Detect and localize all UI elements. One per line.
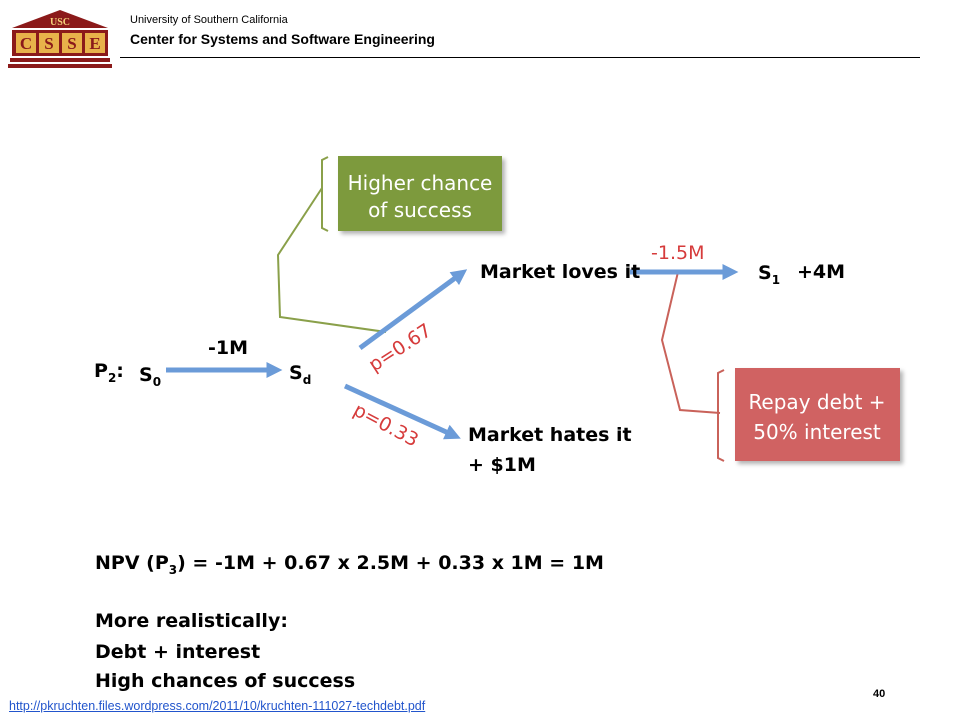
green-box-line-1: Higher chance: [348, 171, 493, 195]
more-realistically: More realistically:: [95, 610, 288, 632]
header-rule: [120, 57, 920, 58]
green-box-line-2: of success: [368, 198, 472, 222]
red-bracket: [717, 369, 725, 462]
logo-roof: [12, 10, 108, 28]
p2-label: P2:: [94, 360, 124, 385]
logo-letter-blocks: C S S E: [16, 33, 105, 53]
center-name: Center for Systems and Software Engineer…: [130, 31, 435, 47]
market-loves-label: Market loves it: [480, 261, 640, 283]
red-box-line-2: 50% interest: [753, 420, 881, 444]
s1-value-label: +4M: [797, 261, 845, 283]
bullet-debt-interest: Debt + interest: [95, 641, 261, 663]
s1-label: S1: [758, 262, 780, 287]
sd-label: Sd: [289, 362, 311, 387]
red-callout-box: [735, 368, 900, 461]
prob-up-label: p=0.67: [365, 319, 436, 376]
logo-letter: S: [44, 34, 53, 53]
usc-csse-logo: USC C S S E: [8, 10, 112, 68]
source-link[interactable]: http://pkruchten.files.wordpress.com/201…: [9, 699, 426, 713]
logo-step: [10, 58, 110, 62]
logo-letter: S: [67, 34, 76, 53]
page-number: 40: [873, 688, 886, 700]
hates-value-label: + $1M: [468, 454, 536, 476]
red-bracket-line: [660, 271, 721, 414]
arrow-to-market-hates: [343, 383, 461, 440]
npv-formula: NPV (P3) = -1M + 0.67 x 2.5M + 0.33 x 1M…: [95, 552, 604, 577]
logo-letter: C: [20, 34, 32, 53]
logo-step: [8, 64, 112, 68]
university-name: University of Southern California: [130, 14, 288, 26]
bullet-high-chances: High chances of success: [95, 670, 356, 692]
s0-label: S0: [139, 364, 161, 389]
logo-letter: E: [89, 34, 100, 53]
green-bracket-line: [276, 187, 387, 333]
green-bracket: [321, 156, 329, 232]
market-hates-label: Market hates it: [468, 424, 632, 446]
cost-1m-label: -1M: [208, 337, 248, 359]
green-callout-box: [338, 156, 502, 231]
logo-usc-text: USC: [50, 17, 70, 28]
cost-1.5m-label: -1.5M: [651, 242, 704, 264]
red-box-line-1: Repay debt +: [748, 390, 885, 414]
arrow-to-market-loves: [358, 269, 468, 351]
